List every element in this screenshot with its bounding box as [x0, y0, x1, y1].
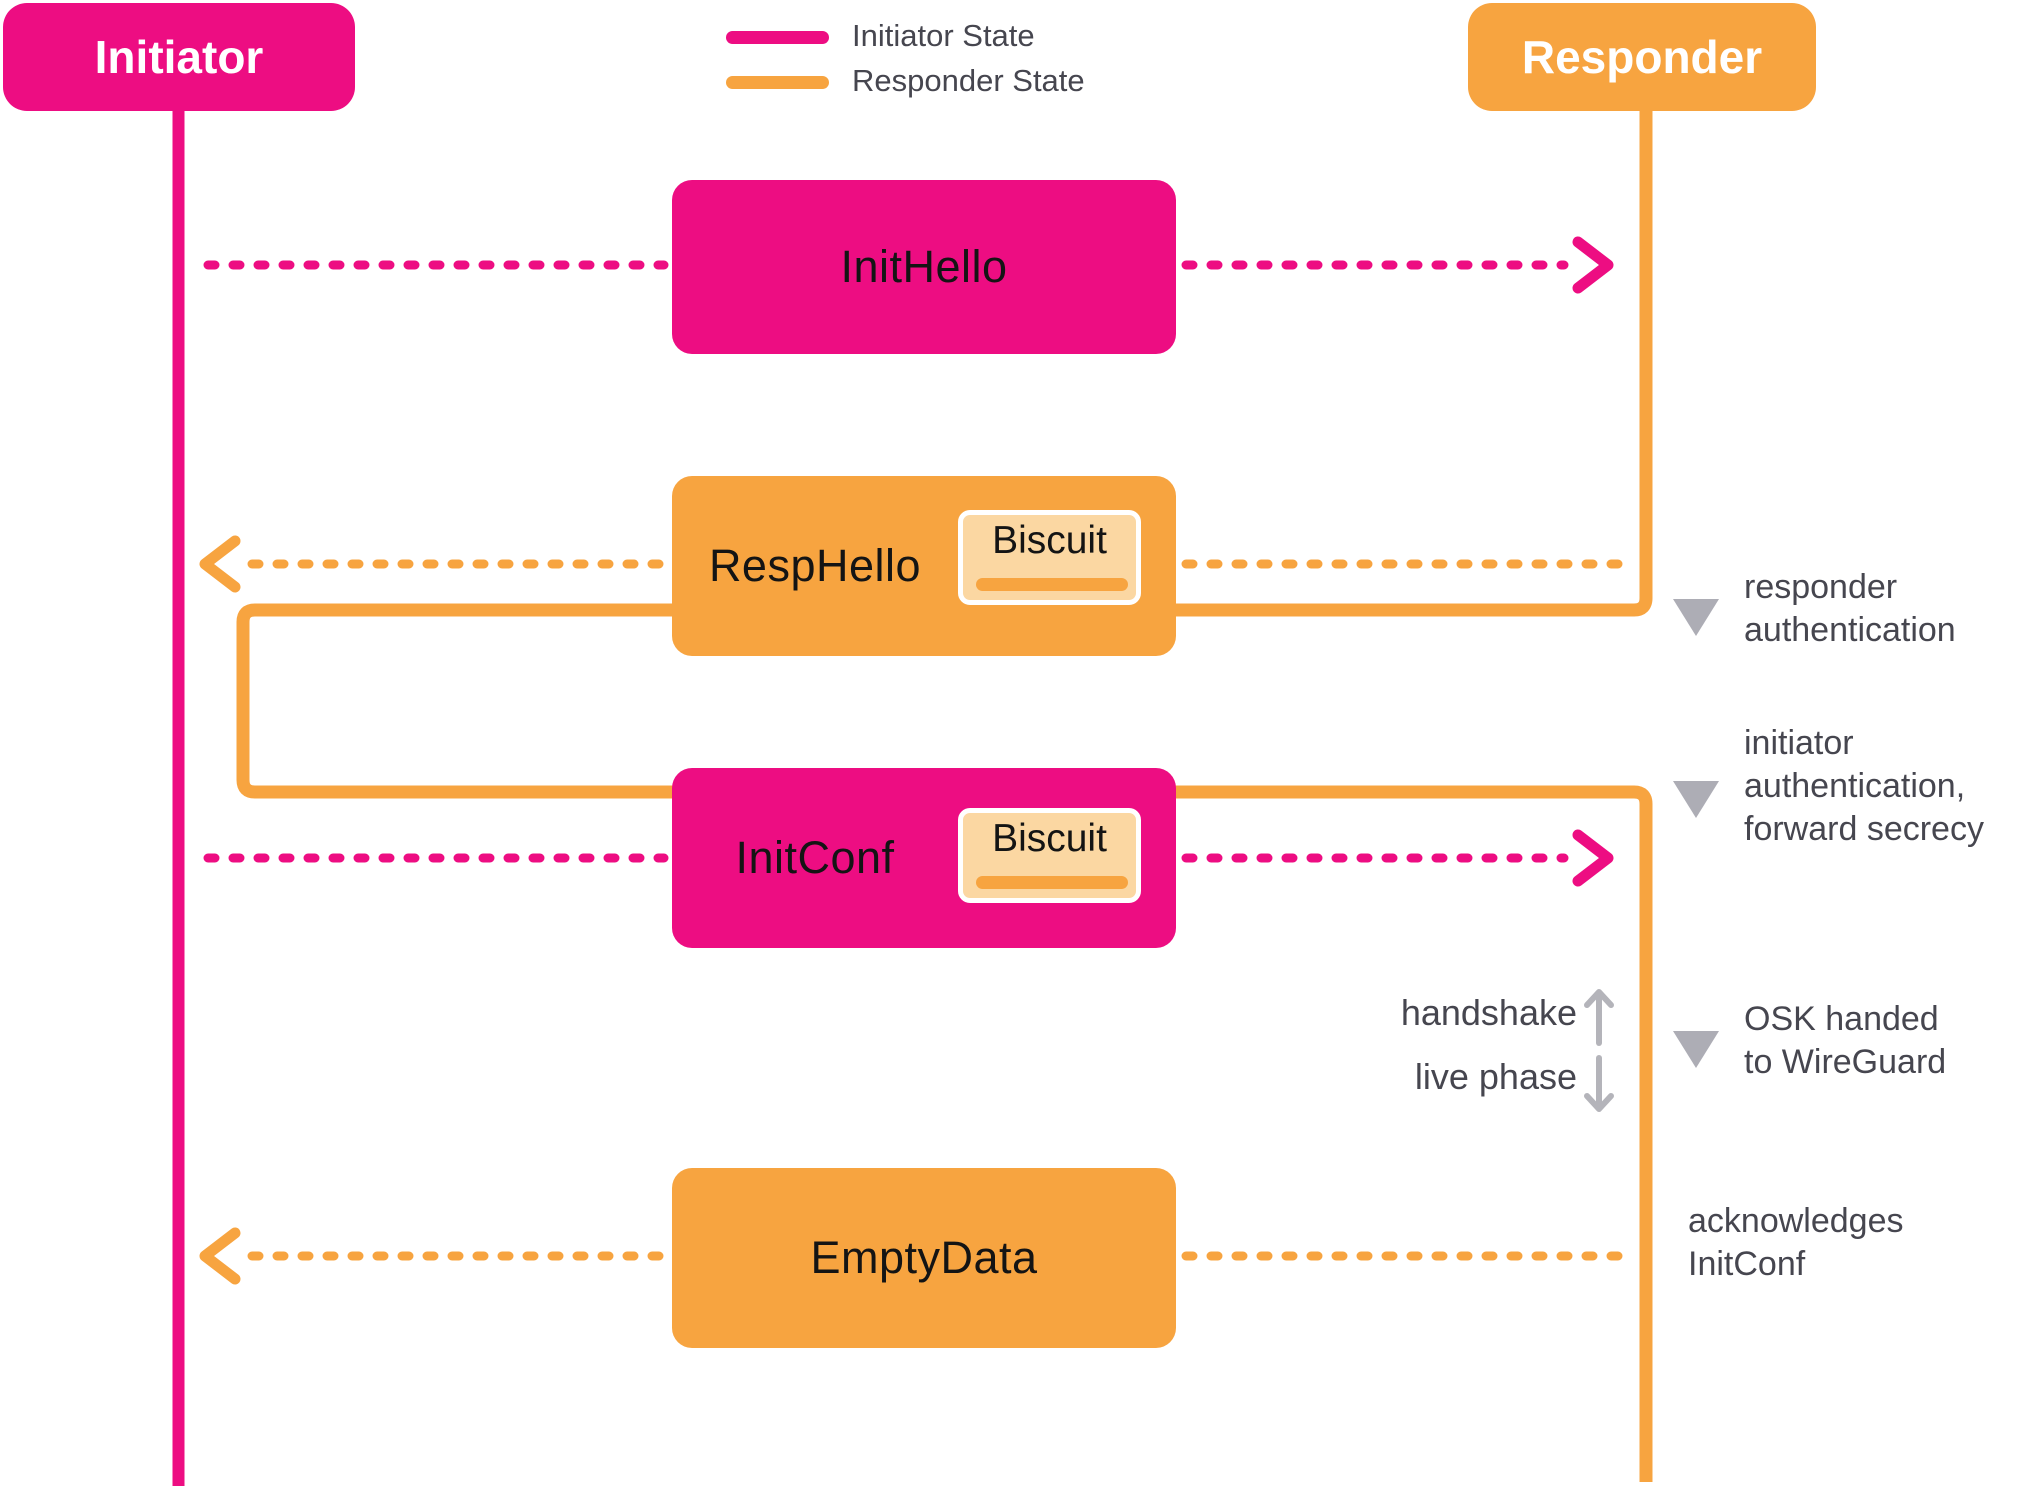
emptydata-arrowhead-left-icon [199, 1227, 241, 1285]
note-line: to WireGuard [1744, 1043, 1947, 1081]
initconf-biscuit-bar [976, 876, 1128, 889]
resphello-biscuit-label: Biscuit [992, 519, 1107, 562]
message-label-emptydata: EmptyData [810, 1232, 1038, 1283]
handshake-phase-label: handshake [1400, 992, 1577, 1033]
initconf-biscuit-box: Biscuit [958, 808, 1141, 903]
legend-initiator-label: Initiator State [852, 18, 1035, 53]
legend-initiator-swatch [726, 31, 829, 44]
live-phase-down-arrow-icon [1584, 1055, 1614, 1112]
note-acknowledges-initconf: acknowledges InitConf [1688, 1200, 1903, 1286]
note-line: OSK handed [1744, 1000, 1939, 1038]
handshake-up-arrow-icon [1584, 989, 1614, 1046]
live-phase-label: live phase [1414, 1056, 1577, 1097]
resphello-arrowhead-left-icon [199, 535, 241, 593]
resphello-biscuit-box: Biscuit [958, 510, 1141, 605]
inithello-arrowhead-right-icon [1572, 236, 1614, 294]
initiator-auth-triangle-icon [1673, 781, 1719, 818]
legend-responder-label: Responder State [852, 63, 1085, 98]
osk-triangle-icon [1673, 1031, 1719, 1068]
note-line: acknowledges [1688, 1202, 1904, 1240]
responder-state-line [236, 108, 1653, 1482]
legend-responder-swatch [726, 76, 829, 89]
message-label-initconf: InitConf [735, 832, 895, 883]
note-responder-authentication: responder authentication [1744, 566, 1956, 652]
note-line: forward secrecy [1744, 810, 1984, 848]
initiator-actor-box: Initiator [3, 3, 355, 111]
note-osk-handed: OSK handed to WireGuard [1744, 998, 1946, 1084]
message-box-initconf: InitConf Biscuit [672, 768, 1176, 948]
message-label-resphello: RespHello [708, 540, 922, 591]
responder-actor-label: Responder [1521, 31, 1763, 83]
note-initiator-authentication: initiator authentication, forward secrec… [1744, 722, 1984, 851]
note-line: authentication [1744, 611, 1956, 649]
initiator-actor-label: Initiator [94, 31, 264, 83]
message-box-emptydata: EmptyData [672, 1168, 1176, 1348]
message-label-inithello: InitHello [840, 241, 1008, 292]
note-line: responder [1744, 568, 1898, 606]
note-line: initiator [1744, 724, 1854, 762]
initconf-arrowhead-right-icon [1572, 829, 1614, 887]
note-line: authentication, [1744, 767, 1966, 805]
responder-actor-box: Responder [1468, 3, 1816, 111]
message-box-resphello: RespHello Biscuit [672, 476, 1176, 656]
responder-auth-triangle-icon [1673, 599, 1719, 636]
resphello-biscuit-bar [976, 578, 1128, 591]
message-box-inithello: InitHello [672, 180, 1176, 354]
note-line: InitConf [1688, 1245, 1806, 1283]
initconf-biscuit-label: Biscuit [992, 817, 1107, 860]
